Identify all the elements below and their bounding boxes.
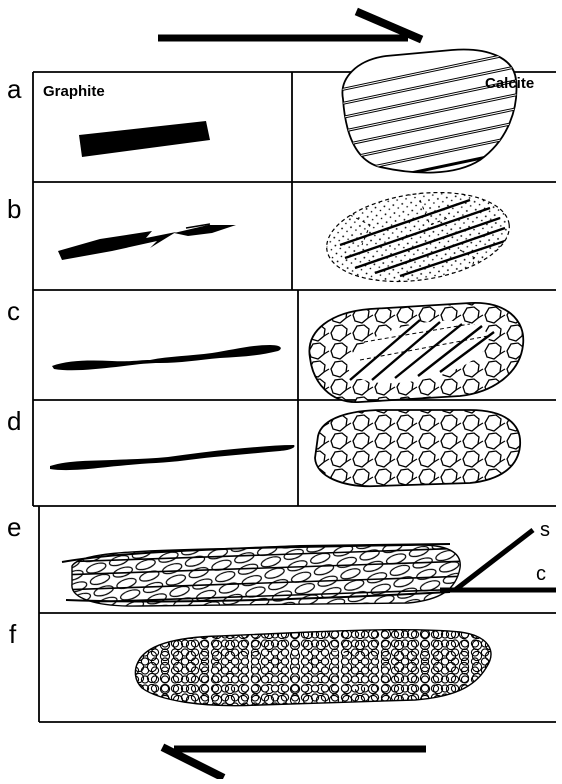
panel-frame	[33, 72, 556, 722]
bottom-shear-arrow	[166, 749, 426, 776]
calcite-aggregate-c	[309, 303, 523, 402]
row-label-f: f	[9, 621, 16, 647]
column-label-graphite: Graphite	[43, 84, 105, 100]
s-plane-label: s	[540, 520, 550, 540]
graphite-ribbon-c	[52, 345, 281, 370]
row-label-a: a	[7, 76, 21, 102]
calcite-crystal-b	[321, 182, 515, 293]
row-label-d: d	[7, 408, 21, 434]
top-shear-arrow	[158, 13, 418, 38]
sc-fabric-band-e	[60, 544, 470, 606]
calcite-aggregate-d	[315, 410, 520, 486]
graphite-flake-a	[79, 121, 210, 157]
s-plane-line	[455, 530, 533, 590]
row-label-c: c	[7, 298, 20, 324]
graphite-kinked-b	[58, 224, 236, 260]
graphite-ribbon-d	[50, 445, 294, 470]
row-label-e: e	[7, 514, 21, 540]
column-label-calcite: Calcite	[485, 76, 534, 92]
row-label-b: b	[7, 196, 21, 222]
fine-aggregate-f	[130, 625, 500, 715]
calcite-crystal-a	[330, 50, 520, 190]
c-plane-label: c	[536, 564, 546, 584]
